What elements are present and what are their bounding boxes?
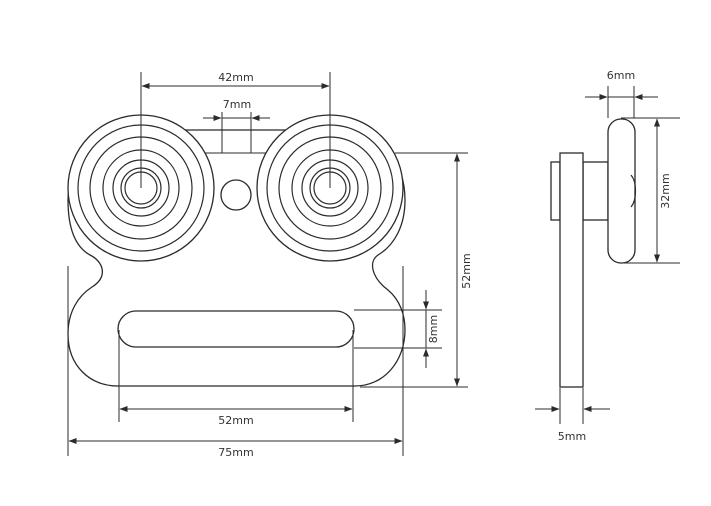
dim-32mm-label: 32mm — [659, 173, 672, 208]
dim-75mm-label: 75mm — [218, 446, 253, 459]
axle-block — [550, 161, 561, 221]
dim-5mm-label: 5mm — [558, 430, 586, 443]
front-view: 42mm 7mm 52mm 8mm — [67, 71, 473, 459]
center-hole — [220, 179, 252, 211]
dimension-total-height: 52mm — [360, 152, 473, 388]
dimension-wheel-diameter: 32mm — [621, 117, 680, 264]
dim-52mm-height-label: 52mm — [460, 253, 473, 288]
dim-6mm-label: 6mm — [607, 69, 635, 82]
dimension-total-width: 75mm — [67, 266, 404, 459]
dimension-slot-length: 52mm — [118, 330, 354, 427]
dim-7mm-label: 7mm — [223, 98, 251, 111]
side-view: 6mm 32mm 5mm — [535, 69, 680, 443]
dim-42mm-label: 42mm — [218, 71, 253, 84]
side-wheel — [607, 118, 636, 264]
dim-52mm-length-label: 52mm — [218, 414, 253, 427]
dimension-slot-height: 8mm — [354, 290, 442, 368]
dimension-wheel-width: 6mm — [585, 69, 658, 118]
dim-8mm-label: 8mm — [427, 315, 440, 343]
side-plate — [559, 152, 584, 388]
mounting-slot — [117, 310, 355, 348]
dimension-center-hole: 7mm — [203, 98, 270, 153]
dimension-plate-thickness: 5mm — [535, 388, 610, 443]
dimension-wheel-spacing: 42mm — [140, 71, 331, 188]
